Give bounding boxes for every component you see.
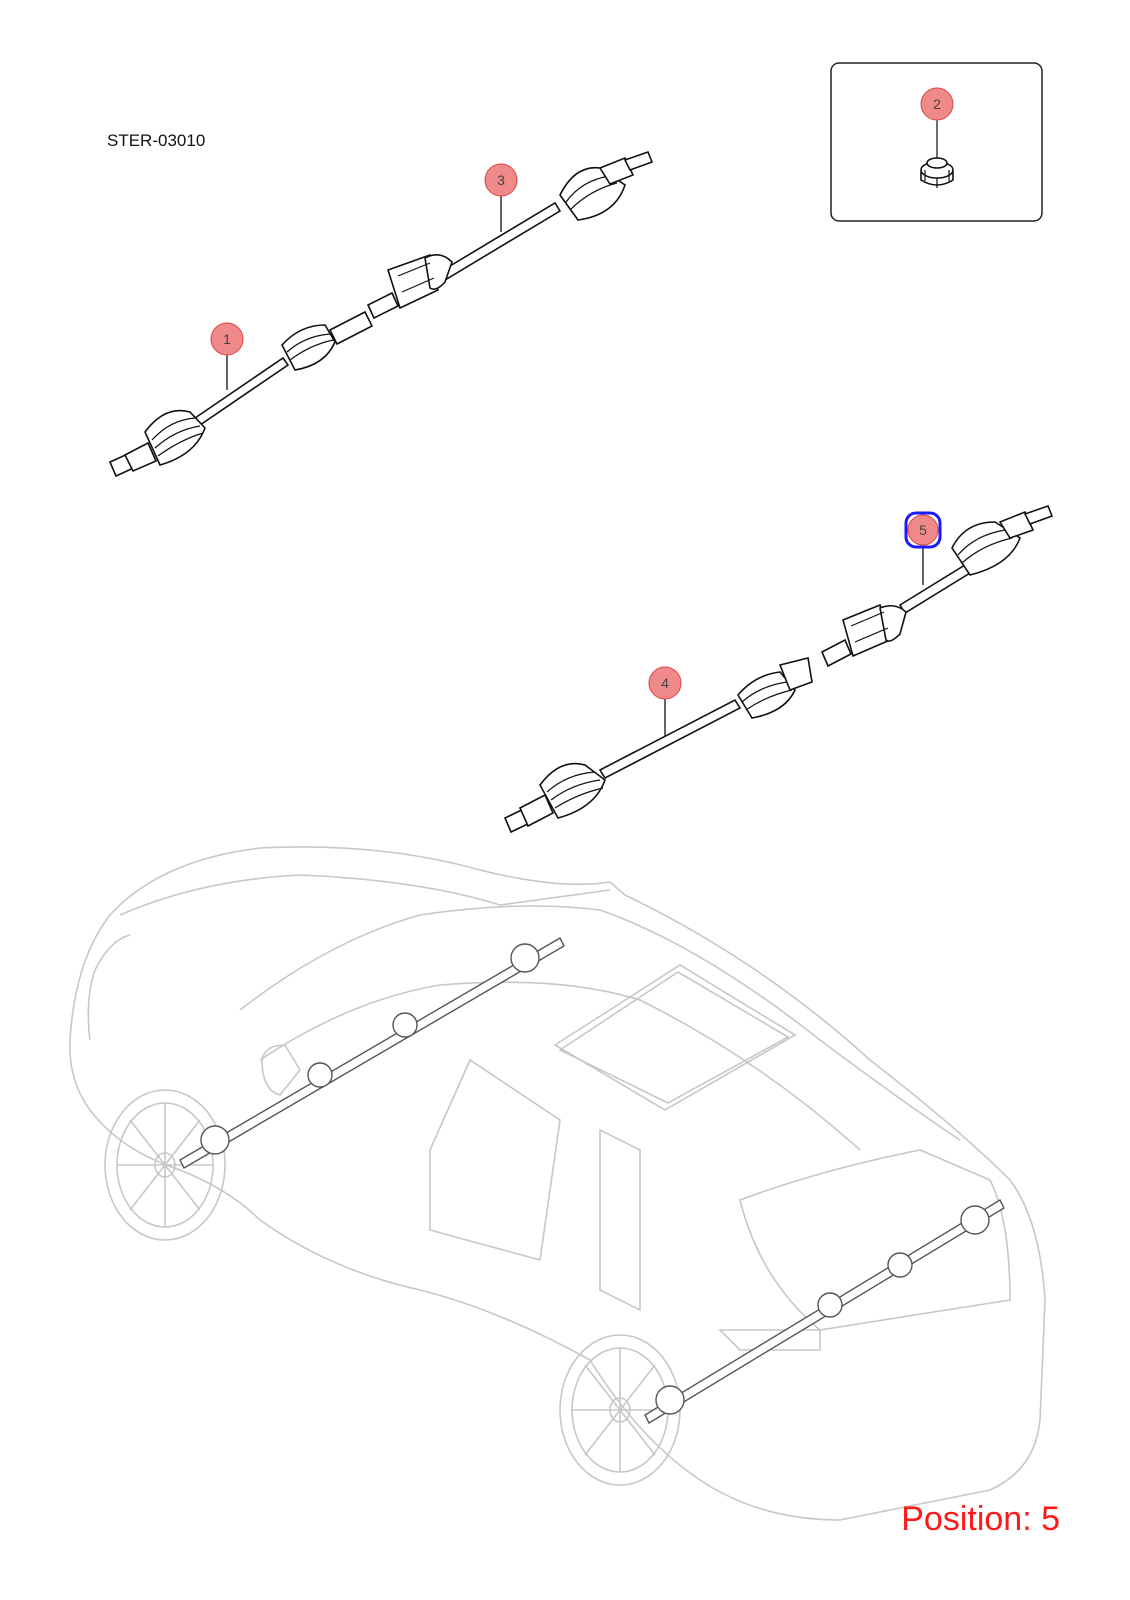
callout-1[interactable]: 1	[210, 322, 244, 356]
callout-3-label: 3	[497, 172, 505, 188]
callout-5-label: 5	[919, 522, 927, 538]
callout-4[interactable]: 4	[648, 666, 682, 700]
rear-drive-shaft-illustration	[503, 504, 1054, 834]
front-drive-shaft-illustration	[108, 150, 654, 478]
diagram-code: STER-03010	[107, 131, 206, 150]
callout-5[interactable]: 5	[904, 511, 942, 549]
leader-lines	[226, 196, 924, 737]
callout-4-label: 4	[661, 675, 669, 691]
callout-2-label: 2	[933, 96, 941, 112]
callout-2[interactable]: 2	[920, 87, 954, 121]
position-indicator: Position: 5	[901, 1500, 1060, 1538]
vehicle-outline-illustration	[69, 846, 1046, 1521]
selected-callout-highlight	[904, 511, 942, 549]
hub-nut-illustration	[920, 118, 954, 188]
callout-3[interactable]: 3	[484, 163, 518, 197]
callout-1-label: 1	[223, 331, 231, 347]
